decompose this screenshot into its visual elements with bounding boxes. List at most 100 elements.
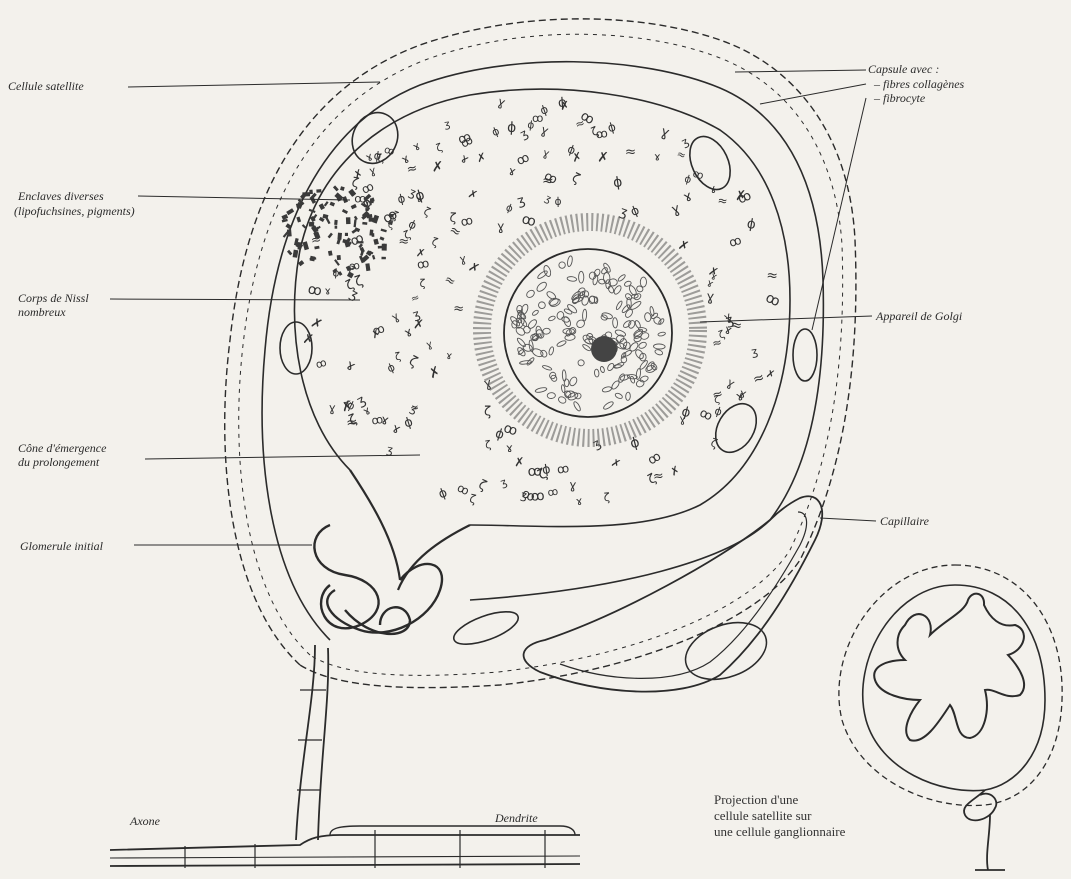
cone-emergence xyxy=(350,470,470,590)
enclave-fleck xyxy=(298,242,301,246)
satellite-nucleus-4 xyxy=(793,329,817,381)
nissl-body: ꝏ xyxy=(691,167,705,183)
nissl-body: ɸ xyxy=(629,203,642,219)
enclave-fleck xyxy=(373,239,379,245)
nissl-body: ✗ xyxy=(308,315,324,333)
label-capsule-2: – fibres collagènes xyxy=(874,78,964,90)
enclave-fleck xyxy=(342,196,348,203)
label-axone: Axone xyxy=(130,815,160,827)
chromatin-strand xyxy=(653,344,665,349)
chromatin-strand xyxy=(547,392,556,398)
nissl-body: ζ xyxy=(430,235,439,249)
nissl-body: ✗ xyxy=(765,368,776,381)
nissl-body: ɣ xyxy=(541,146,551,160)
golgi-ring xyxy=(482,222,698,438)
chromatin-strand xyxy=(627,297,632,308)
nissl-body: ɸ xyxy=(554,196,561,208)
chromatin-strand xyxy=(658,332,666,337)
chromatin-strand xyxy=(630,376,636,384)
nissl-body: ≈ xyxy=(766,267,779,284)
enclave-fleck xyxy=(324,201,329,206)
label-golgi: Appareil de Golgi xyxy=(876,310,962,322)
nissl-body: ꝏ xyxy=(697,405,714,423)
chromatin-strand xyxy=(581,290,590,299)
nissl-body: ʒ xyxy=(499,475,509,489)
chromatin-strand xyxy=(542,328,550,335)
nissl-body: ζ xyxy=(394,351,402,364)
nissl-body: ɣ xyxy=(458,252,467,266)
chromatin-strand xyxy=(636,285,644,293)
chromatin-texture xyxy=(509,255,666,411)
chromatin-strand xyxy=(577,359,585,367)
nissl-body: ɤ xyxy=(654,150,661,163)
chromatin-strand xyxy=(615,300,623,310)
nissl-body: ꝏ xyxy=(547,485,560,499)
nissl-body: ≈ xyxy=(541,173,554,190)
chromatin-strand xyxy=(651,312,659,319)
nissl-body: ɣ xyxy=(569,478,577,492)
chromatin-strand xyxy=(600,267,608,275)
nissl-body: ≈ xyxy=(625,145,636,160)
nissl-body: ʒ xyxy=(444,119,451,131)
chromatin-strand xyxy=(634,348,645,360)
chromatin-strand xyxy=(520,303,529,315)
enclave-fleck xyxy=(316,189,321,193)
nissl-body: ꝏ xyxy=(727,233,743,250)
nissl-body: ɤ xyxy=(445,350,453,363)
chromatin-strand xyxy=(614,361,625,369)
enclave-fleck xyxy=(293,250,299,258)
chromatin-strand xyxy=(567,276,577,282)
nissl-body: ʒ xyxy=(385,443,394,457)
nissl-body: ꝏ xyxy=(314,357,328,372)
nissl-body: ζ xyxy=(406,353,420,371)
nissl-body: ɸ xyxy=(746,216,758,233)
nissl-body: ✗ xyxy=(609,456,622,471)
chromatin-strand xyxy=(600,366,605,373)
fiber-bottom xyxy=(110,864,580,866)
nissl-body: ʒ xyxy=(590,435,603,452)
chromatin-strand xyxy=(516,337,526,348)
nissl-body: ✗ xyxy=(668,463,682,479)
nissl-body: ≈ xyxy=(409,292,421,305)
enclave-fleck xyxy=(287,250,292,256)
chromatin-strand xyxy=(644,312,652,322)
nissl-body: ✗ xyxy=(415,246,426,260)
chromatin-strand xyxy=(532,309,540,316)
chromatin-strand xyxy=(582,309,587,321)
enclave-fleck xyxy=(362,222,367,225)
fiber-top xyxy=(110,835,580,850)
chromatin-strand xyxy=(617,274,626,282)
chromatin-strand xyxy=(602,400,614,410)
nissl-body: ꝏ xyxy=(383,145,396,159)
label-cellule-satellite: Cellule satellite xyxy=(8,80,84,92)
enclave-fleck xyxy=(369,230,373,236)
enclave-fleck xyxy=(337,255,341,260)
chromatin-strand xyxy=(640,277,646,287)
capillary-nucleus xyxy=(678,612,775,690)
chromatin-strand xyxy=(614,329,626,338)
chromatin-strand xyxy=(579,271,584,283)
enclave-fleck xyxy=(330,202,335,207)
nissl-body: ≈ xyxy=(717,193,729,208)
chromatin-strand xyxy=(563,308,572,315)
nissl-body: ɤ xyxy=(390,421,403,438)
enclave-fleck xyxy=(354,219,357,227)
enclave-fleck xyxy=(328,250,333,255)
inset-satellite-cell xyxy=(874,594,1024,741)
enclave-fleck xyxy=(342,209,348,214)
nissl-body: ɸ xyxy=(402,415,415,432)
nissl-body: ɸ xyxy=(558,95,568,111)
enclave-fleck xyxy=(334,192,343,201)
nissl-body: ζ xyxy=(449,210,457,225)
nissl-body: ✗ xyxy=(426,363,443,382)
label-cone-2: du prolongement xyxy=(18,456,99,468)
chromatin-strand xyxy=(516,346,526,357)
nissl-body: ✗ xyxy=(677,237,691,254)
nissl-body: ɸ xyxy=(490,124,501,139)
nissl-body: ζ xyxy=(476,477,489,494)
enclave-fleck xyxy=(372,255,375,260)
nissl-body: ɤ xyxy=(507,164,517,179)
nissl-body: ɣ xyxy=(389,309,401,324)
enclave-fleck xyxy=(346,217,351,224)
